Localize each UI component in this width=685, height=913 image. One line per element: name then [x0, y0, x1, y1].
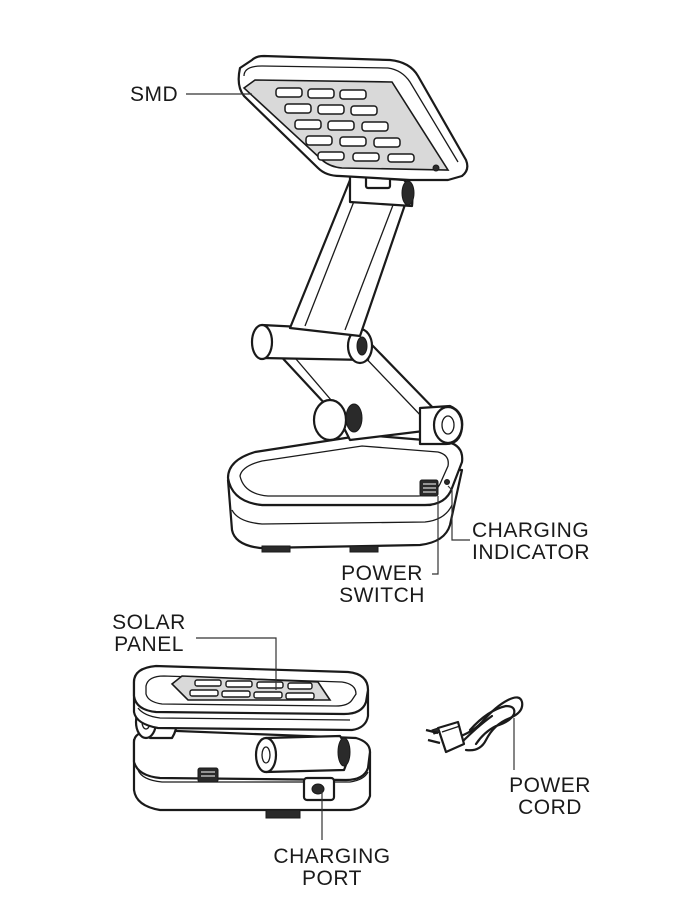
- folded-lamp: [132, 664, 372, 819]
- charging-port-label: CHARGING PORT: [262, 846, 402, 890]
- power-switch-label: POWER SWITCH: [332, 563, 432, 607]
- leader-lines-bottom: [196, 637, 515, 840]
- solar-panel-label: SOLAR PANEL: [104, 612, 194, 656]
- solar-panel-grid: [170, 675, 332, 701]
- power-cord-illustration: [425, 696, 524, 754]
- folded-power-switch: [197, 767, 219, 783]
- leader-lines-top: [186, 93, 470, 575]
- charging-indicator-led: [444, 479, 450, 485]
- lamp-base: [226, 433, 464, 553]
- charging-indicator-line2: INDICATOR: [472, 541, 591, 564]
- smd-label: SMD: [130, 83, 179, 106]
- smd-led-grid: [275, 87, 415, 163]
- lamp-arms: [250, 156, 464, 446]
- power-cord-label: POWER CORD: [500, 775, 600, 819]
- solar-panel-line1: SOLAR: [112, 611, 186, 634]
- power-switch-line2: SWITCH: [339, 584, 425, 607]
- charging-indicator-label: CHARGING INDICATOR: [472, 520, 590, 564]
- charging-indicator-line1: CHARGING: [472, 519, 590, 542]
- lamp-head: [237, 54, 469, 182]
- power-switch-line1: POWER: [341, 562, 423, 585]
- charging-port-line1: CHARGING: [273, 845, 391, 868]
- solar-panel-line2: PANEL: [114, 633, 184, 656]
- charging-port-line2: PORT: [302, 867, 362, 890]
- power-cord-line2: CORD: [518, 796, 582, 819]
- power-cord-line1: POWER: [509, 774, 591, 797]
